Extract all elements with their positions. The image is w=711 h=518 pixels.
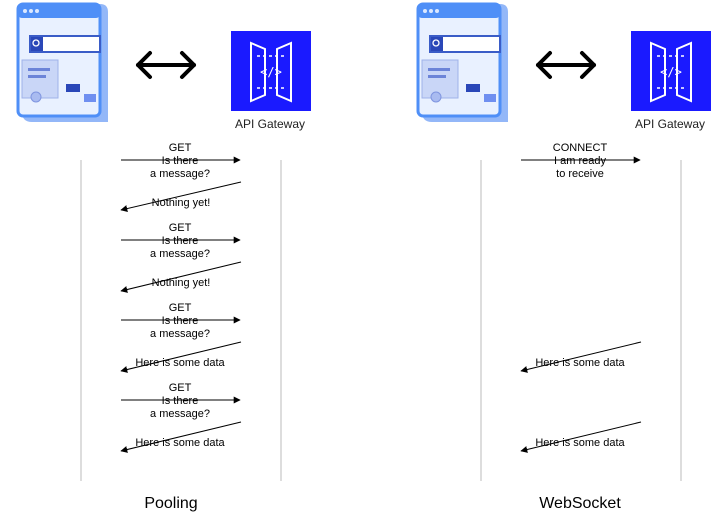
bidirectional-arrow-icon [136,51,196,79]
push-arrow [520,421,642,453]
request-method: GET [169,142,192,154]
gateway-label: API Gateway [635,117,705,131]
api-gateway-icon: </> [631,31,711,111]
exchange-2: GET Is there a message? Nothing yet! [120,222,242,293]
response-label: Nothing yet! [152,197,211,209]
response-label: Here is some data [135,437,225,449]
response-label: Here is some data [135,357,225,369]
connect-line: to receive [556,168,604,180]
websocket-panel: </> API Gateway CONNECT I am ready to re… [416,2,711,512]
request-line: a message? [150,328,210,340]
request-line: Is there [162,315,199,327]
request-method: GET [169,382,192,394]
gateway-label: API Gateway [235,117,305,131]
push-arrow [520,341,642,373]
client-browser-icon [416,2,508,122]
response-label: Nothing yet! [152,277,211,289]
push-label: Here is some data [535,437,625,449]
exchange-4: GET Is there a message? Here is some dat… [120,382,242,453]
connect-method: CONNECT [553,142,608,154]
svg-text:</>: </> [260,65,282,79]
push-label: Here is some data [535,357,625,369]
exchange-1: GET Is there a message? Nothing yet! [120,142,242,212]
request-line: a message? [150,408,210,420]
response-arrow [120,181,242,212]
response-arrow [120,421,242,453]
connect-line: I am ready [554,155,606,167]
exchange-3: GET Is there a message? Here is some dat… [120,302,242,373]
request-method: GET [169,222,192,234]
request-method: GET [169,302,192,314]
response-arrow [120,261,242,293]
request-line: a message? [150,168,210,180]
request-line: Is there [162,155,199,167]
svg-text:</>: </> [660,65,682,79]
pooling-panel: </> API Gateway GET Is there a message? … [16,2,311,512]
request-line: a message? [150,248,210,260]
response-arrow [120,341,242,373]
push-2: Here is some data [520,421,642,453]
client-browser-icon [16,2,108,122]
api-gateway-icon: </> [231,31,311,111]
bidirectional-arrow-icon [536,51,596,79]
pooling-caption: Pooling [144,495,197,512]
push-1: Here is some data [520,341,642,373]
request-line: Is there [162,395,199,407]
connect-exchange: CONNECT I am ready to receive [521,142,641,180]
request-line: Is there [162,235,199,247]
websocket-caption: WebSocket [539,495,621,512]
